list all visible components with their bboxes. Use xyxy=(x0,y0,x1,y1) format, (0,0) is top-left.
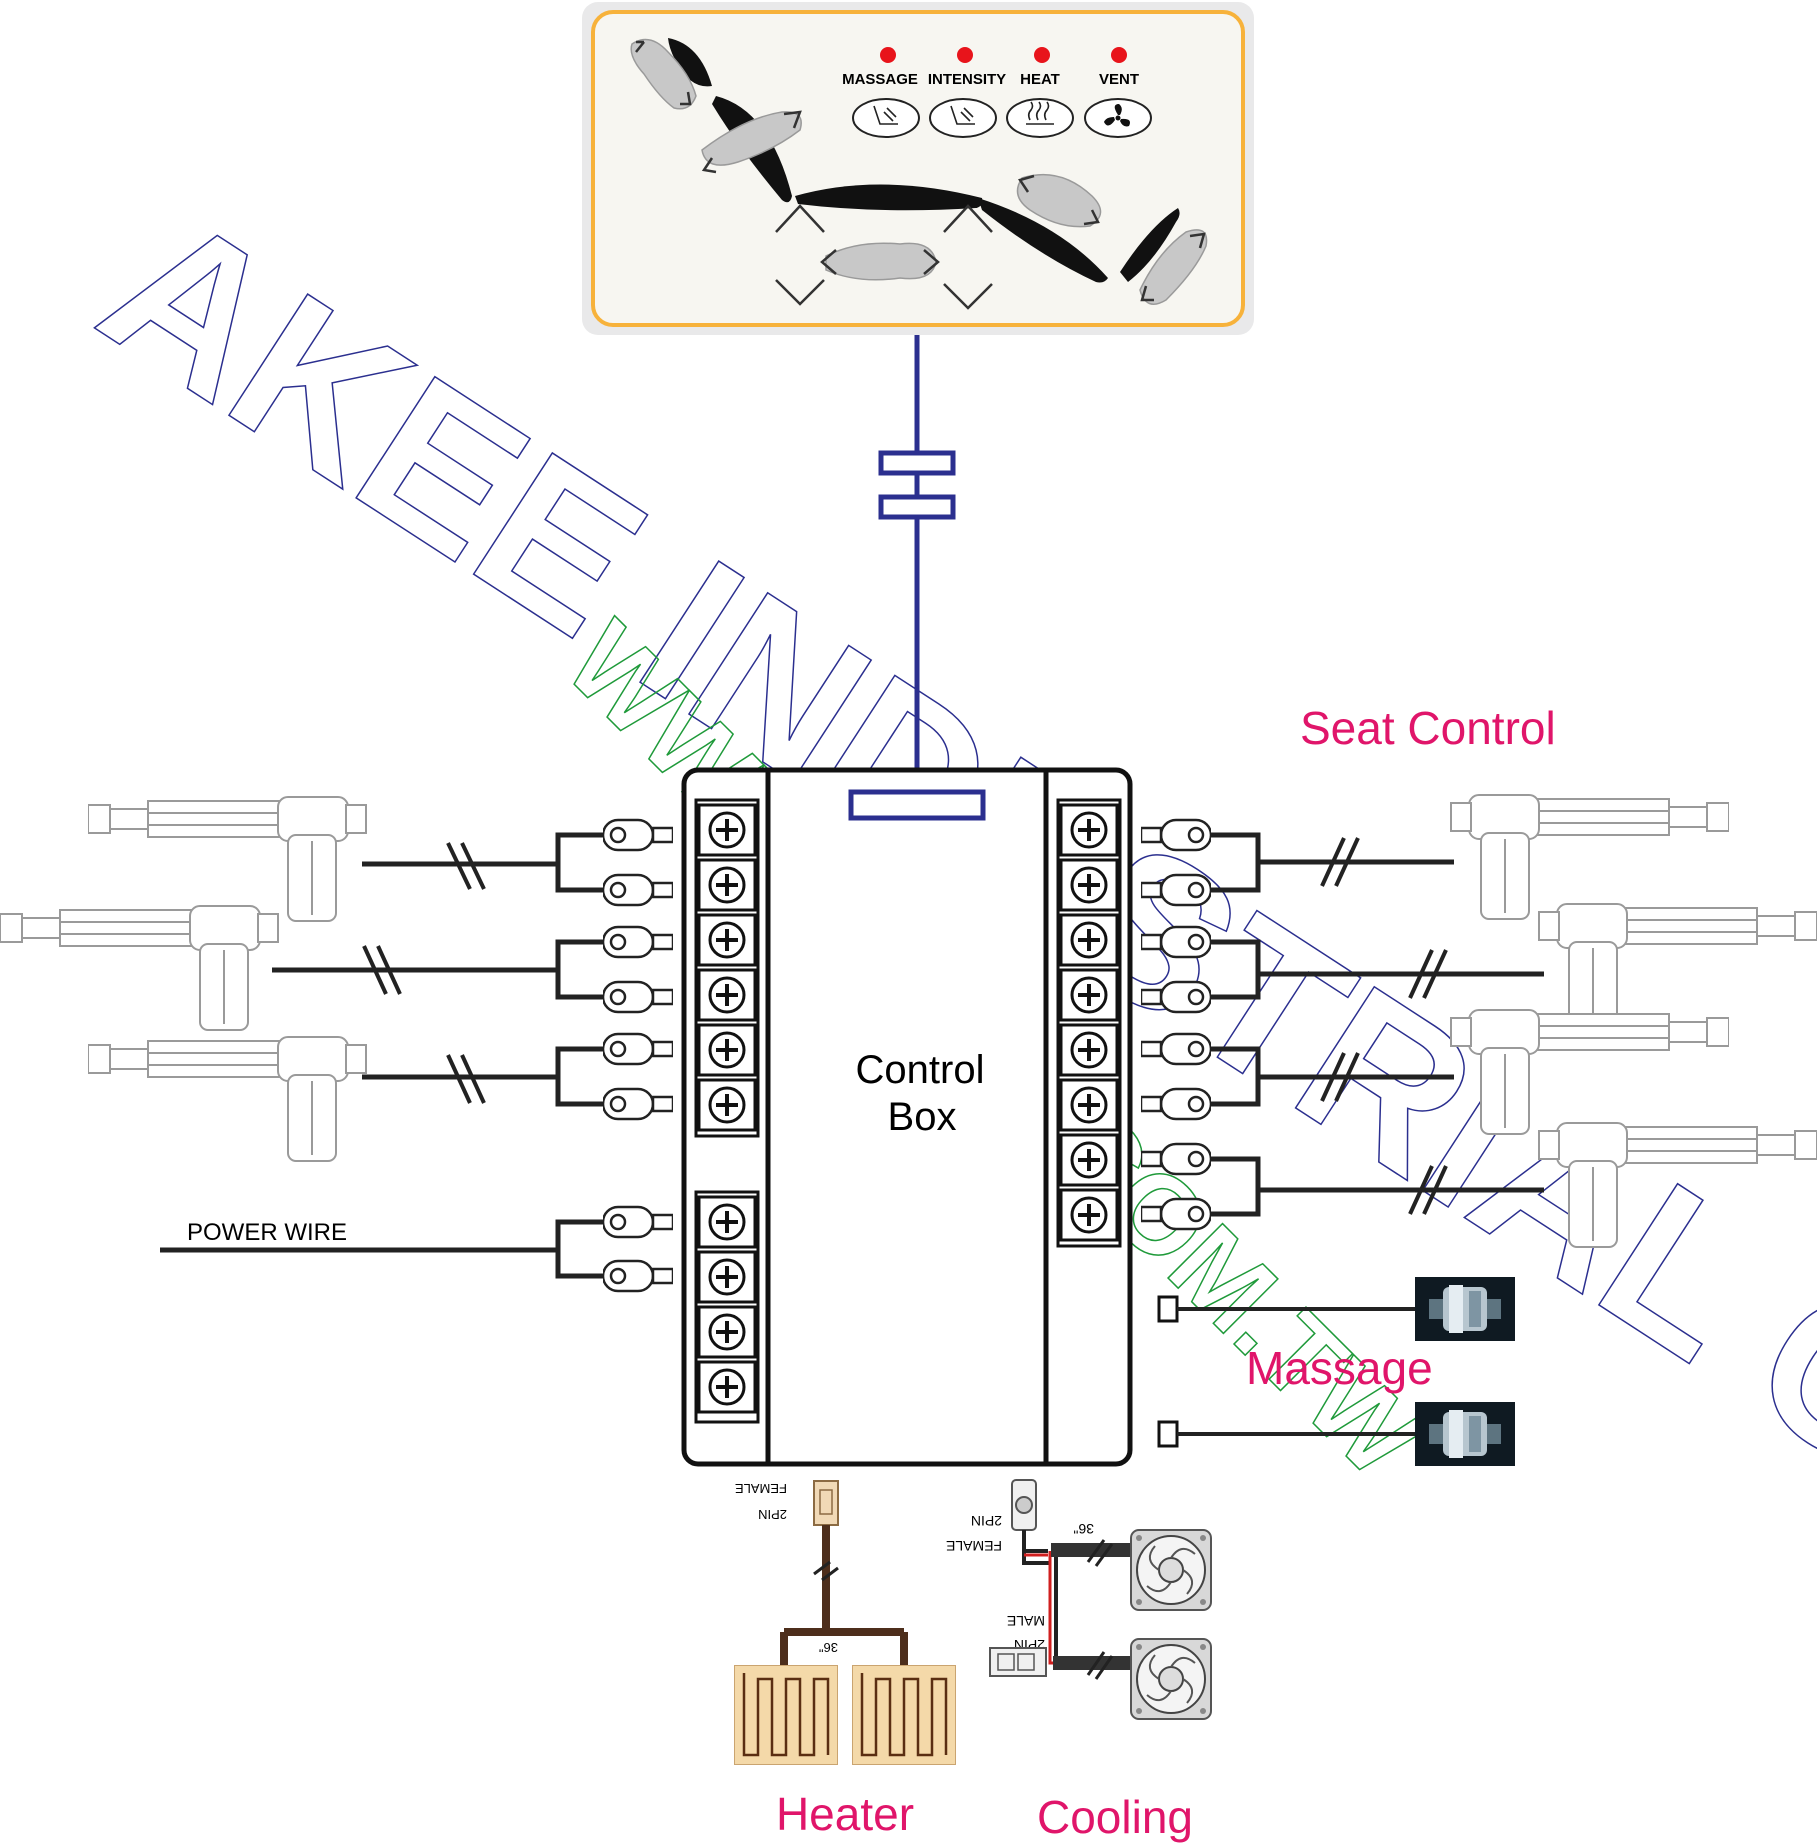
arrow-up-icon xyxy=(1189,232,1206,249)
arrow-up-left-icon xyxy=(635,40,645,53)
intensity-seat-icon xyxy=(950,105,975,125)
legrest-adjust-button[interactable] xyxy=(1016,173,1102,228)
adjust-arrows xyxy=(635,40,1206,310)
massage-vibrator-1 xyxy=(1415,1277,1515,1341)
arrow-down-left-icon xyxy=(701,157,717,174)
massage-vibrator-2 xyxy=(1415,1402,1515,1466)
control-box-label-line1: Control xyxy=(856,1048,985,1092)
cooling-fan-2 xyxy=(1130,1638,1212,1720)
seat-cushion-shape xyxy=(795,184,983,211)
chevron-right-icon xyxy=(923,249,940,275)
massage-button[interactable] xyxy=(852,98,920,138)
cooling-wiring: 2PIN FEMALE 36" MALE 2PIN xyxy=(946,1479,1212,1720)
left-ring-terminals xyxy=(603,818,673,1293)
led-heat xyxy=(1034,47,1050,63)
backrest-adjust-button[interactable] xyxy=(701,111,802,166)
headrest-adjust-button[interactable] xyxy=(630,38,697,110)
vent-button[interactable] xyxy=(1084,98,1152,138)
control-box: Control Box xyxy=(681,767,1133,1467)
intensity-button[interactable] xyxy=(929,98,997,138)
arrow-down-right-icon xyxy=(680,91,692,106)
fan-icon xyxy=(1104,104,1130,127)
arrow-up-right-icon xyxy=(783,110,802,129)
heater-pad-left xyxy=(734,1665,838,1765)
heater-cable-length: 36" xyxy=(819,1640,838,1655)
cooling-cable-length: 36" xyxy=(1073,1521,1094,1537)
seat-control-panel: MASSAGE INTENSITY HEAT xyxy=(582,2,1254,335)
panel-cable xyxy=(878,335,956,800)
heater-connector-label-line1: FEMALE xyxy=(735,1481,787,1496)
cooling-cable-upper xyxy=(1051,1543,1131,1557)
indicator-massage: MASSAGE xyxy=(842,47,920,138)
footrest-adjust-button[interactable] xyxy=(1139,229,1208,305)
chevron-down-left-icon xyxy=(775,279,825,306)
massage-wiring xyxy=(1157,1277,1515,1466)
heat-button[interactable] xyxy=(1006,98,1074,138)
chevron-left-icon xyxy=(820,249,837,275)
indicator-label-vent: VENT xyxy=(1099,71,1139,88)
led-massage xyxy=(880,47,896,63)
indicator-label-heat: HEAT xyxy=(1020,71,1060,88)
cable-connector-bottom xyxy=(878,494,956,520)
arrow-left-up-icon xyxy=(1018,174,1035,193)
heater-label: Heater xyxy=(776,1788,914,1840)
terminal-block-left-upper xyxy=(694,798,760,1138)
seat-headrest-shape xyxy=(668,38,712,87)
chevron-up-right-icon xyxy=(943,204,993,233)
cooling-female-label-line2: FEMALE xyxy=(946,1538,1002,1554)
heater-pad-right xyxy=(852,1665,956,1765)
actuator-right-1 xyxy=(1450,794,1729,920)
massage-label: Massage xyxy=(1246,1342,1433,1394)
actuator-left-2 xyxy=(0,905,279,1031)
control-box-label-line2: Box xyxy=(888,1095,957,1139)
left-actuators xyxy=(0,796,367,1162)
indicator-vent: VENT xyxy=(1084,47,1152,138)
cooling-fan-1 xyxy=(1130,1529,1212,1611)
right-wires xyxy=(1211,832,1544,1217)
power-wire-label: POWER WIRE xyxy=(187,1219,347,1246)
cooling-male-label-line1: MALE xyxy=(1007,1613,1045,1629)
chevron-down-right-icon xyxy=(943,283,993,310)
chevron-up-left-icon xyxy=(775,204,825,233)
actuator-left-1 xyxy=(88,796,367,922)
seat-control-label: Seat Control xyxy=(1300,702,1556,754)
heat-waves-icon xyxy=(1026,101,1054,125)
indicator-intensity: INTENSITY xyxy=(928,47,1006,138)
cooling-female-label-line1: 2PIN xyxy=(971,1513,1002,1529)
cable-connector-top xyxy=(878,450,956,476)
cooling-cable-lower xyxy=(1053,1656,1131,1670)
indicator-heat: HEAT xyxy=(1006,47,1074,138)
arrow-right-down-icon xyxy=(1083,209,1100,226)
arrow-down-icon xyxy=(1140,285,1154,302)
heater-wiring: FEMALE 2PIN 36" xyxy=(734,1480,956,1765)
massage-seat-icon xyxy=(873,105,898,125)
seat-legrest-shape xyxy=(978,198,1108,283)
led-vent xyxy=(1111,47,1127,63)
cushion-adjust-button[interactable] xyxy=(825,242,937,281)
terminal-block-left-lower xyxy=(694,1190,760,1424)
indicator-label-massage: MASSAGE xyxy=(842,71,918,88)
heater-connector-label-line2: 2PIN xyxy=(758,1507,787,1522)
left-cable-breaks xyxy=(362,842,486,1104)
actuator-left-3 xyxy=(88,1036,367,1162)
right-cable-breaks xyxy=(1320,837,1448,1215)
terminal-block-right xyxy=(1056,798,1122,1248)
heater-connector xyxy=(813,1480,839,1526)
seat-footrest-shape xyxy=(1120,208,1180,282)
actuator-right-2 xyxy=(1538,903,1817,1029)
cooling-label: Cooling xyxy=(1037,1791,1193,1843)
control-box-cable-port xyxy=(848,789,986,821)
led-intensity xyxy=(957,47,973,63)
indicator-label-intensity: INTENSITY xyxy=(928,71,1006,88)
